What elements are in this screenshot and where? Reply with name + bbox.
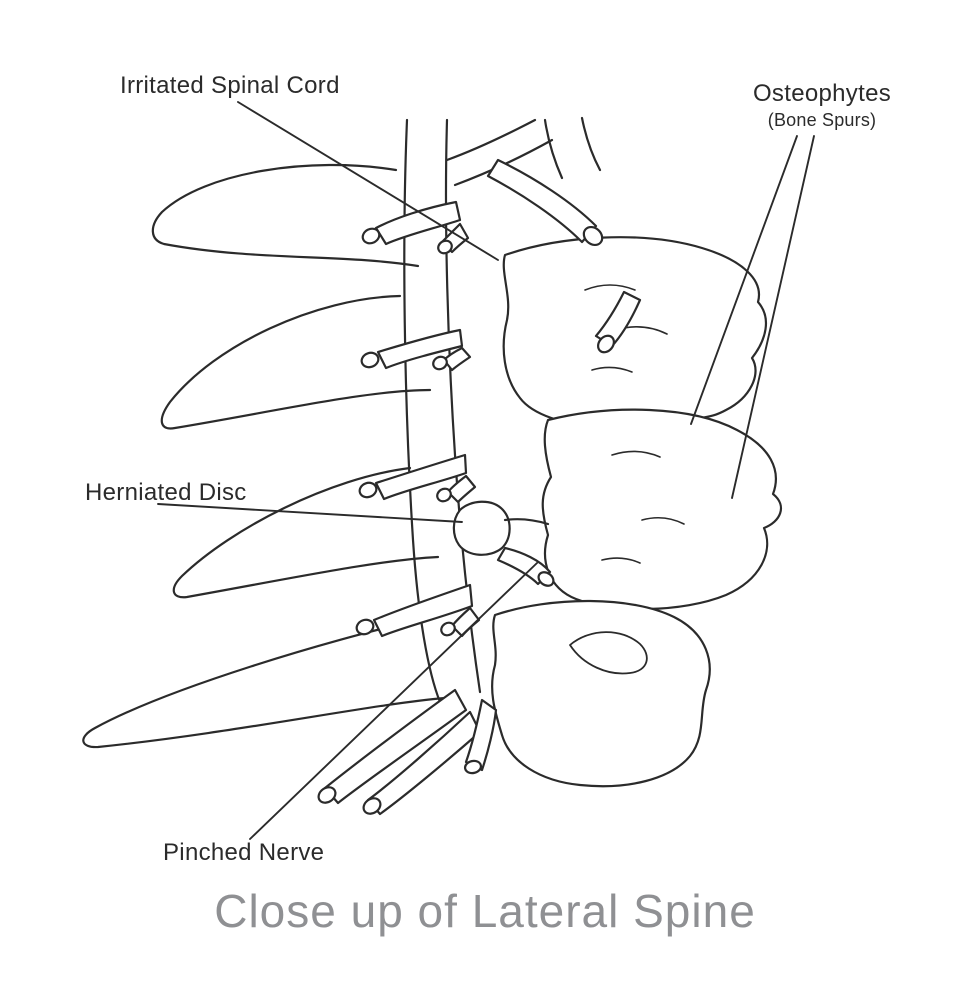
nerve-tube xyxy=(323,688,468,805)
nerve-cut-end xyxy=(437,239,453,255)
vertebral-body-3 xyxy=(491,599,711,788)
disc-bulge xyxy=(452,500,511,556)
spinous-processes xyxy=(82,163,447,749)
body-detail-hatch xyxy=(584,284,636,291)
body-detail-hatch xyxy=(601,557,641,564)
top-tube-line xyxy=(543,118,564,180)
nerve-tube xyxy=(376,328,464,370)
nerve-cut-end xyxy=(360,351,380,369)
spinous-process-1 xyxy=(151,163,420,268)
leader-irritated-spinal-cord xyxy=(237,101,499,261)
pinched-nerve-tube xyxy=(496,546,552,586)
body-detail-opening xyxy=(569,631,648,675)
leader-pinched-nerve xyxy=(249,562,538,840)
nerve-cut-end xyxy=(361,227,381,245)
nerve-tube xyxy=(366,710,482,816)
nerve-cut-end xyxy=(582,225,604,247)
vertebral-bodies xyxy=(491,236,783,788)
nerve-cut-end xyxy=(436,487,452,503)
nerve-roots xyxy=(317,158,642,816)
nerve-cut-end xyxy=(463,759,483,775)
diagram-title: Close up of Lateral Spine xyxy=(214,885,756,937)
leader-lines xyxy=(157,101,815,840)
label-osteophytes-sub: (Bone Spurs) xyxy=(767,110,877,130)
spinous-process-3 xyxy=(172,466,440,599)
nerve-tube xyxy=(594,290,642,348)
leader-herniated-disc xyxy=(157,503,463,523)
spinous-process-4 xyxy=(82,618,447,749)
disc-connector-line xyxy=(503,518,550,526)
leader-osteophytes-1 xyxy=(690,135,798,425)
nerve-cut-end xyxy=(597,334,615,354)
nerve-cut-end xyxy=(317,786,337,804)
nerve-tube xyxy=(442,346,472,372)
label-osteophytes: Osteophytes (Bone Spurs) xyxy=(742,80,902,131)
label-pinched-nerve: Pinched Nerve xyxy=(163,839,325,866)
nerve-tube xyxy=(374,453,468,501)
leader-osteophytes-2 xyxy=(731,135,815,499)
nerve-tube xyxy=(446,474,477,504)
body-detail-hatch xyxy=(611,450,661,458)
nerve-cut-end xyxy=(537,571,555,587)
spinous-process-2 xyxy=(160,294,432,430)
nerve-cut-end xyxy=(432,355,448,371)
body-detail-hatch xyxy=(591,366,633,373)
vertebral-body-1 xyxy=(502,236,767,433)
nerve-cut-end xyxy=(355,618,375,636)
nerve-cut-end xyxy=(362,797,382,815)
herniated-disc-bulge xyxy=(452,500,555,587)
top-tube-line xyxy=(580,116,602,172)
label-osteophytes-main: Osteophytes xyxy=(752,80,892,107)
nerve-cut-end xyxy=(358,481,378,499)
label-irritated-spinal-cord: Irritated Spinal Cord xyxy=(120,72,340,99)
nerve-cut-end xyxy=(440,621,456,637)
body-detail-hatch xyxy=(641,516,685,525)
cord-top-branch-line xyxy=(445,118,537,162)
nerve-tube xyxy=(372,583,474,638)
label-herniated-disc: Herniated Disc xyxy=(85,479,247,506)
nerve-tube xyxy=(486,158,598,244)
